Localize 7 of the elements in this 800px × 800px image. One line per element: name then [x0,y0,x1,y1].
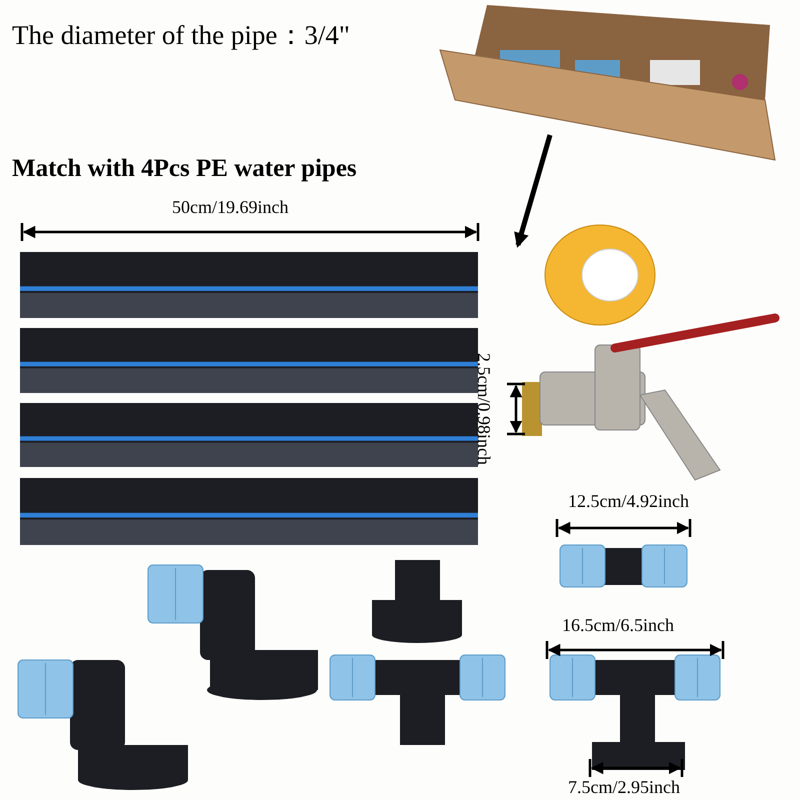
dimension-label: 7.5cm/2.95inch [568,778,680,796]
dimension-label: 16.5cm/6.5inch [562,616,674,634]
dimension-label: 12.5cm/4.92inch [568,492,689,510]
heading: Match with 4Pcs PE water pipes [12,156,357,181]
dimension-label: 2.5cm/0.98inch [475,353,493,465]
title: The diameter of the pipe：3/4" [12,22,350,49]
dimension-label: 50cm/19.69inch [172,198,288,216]
